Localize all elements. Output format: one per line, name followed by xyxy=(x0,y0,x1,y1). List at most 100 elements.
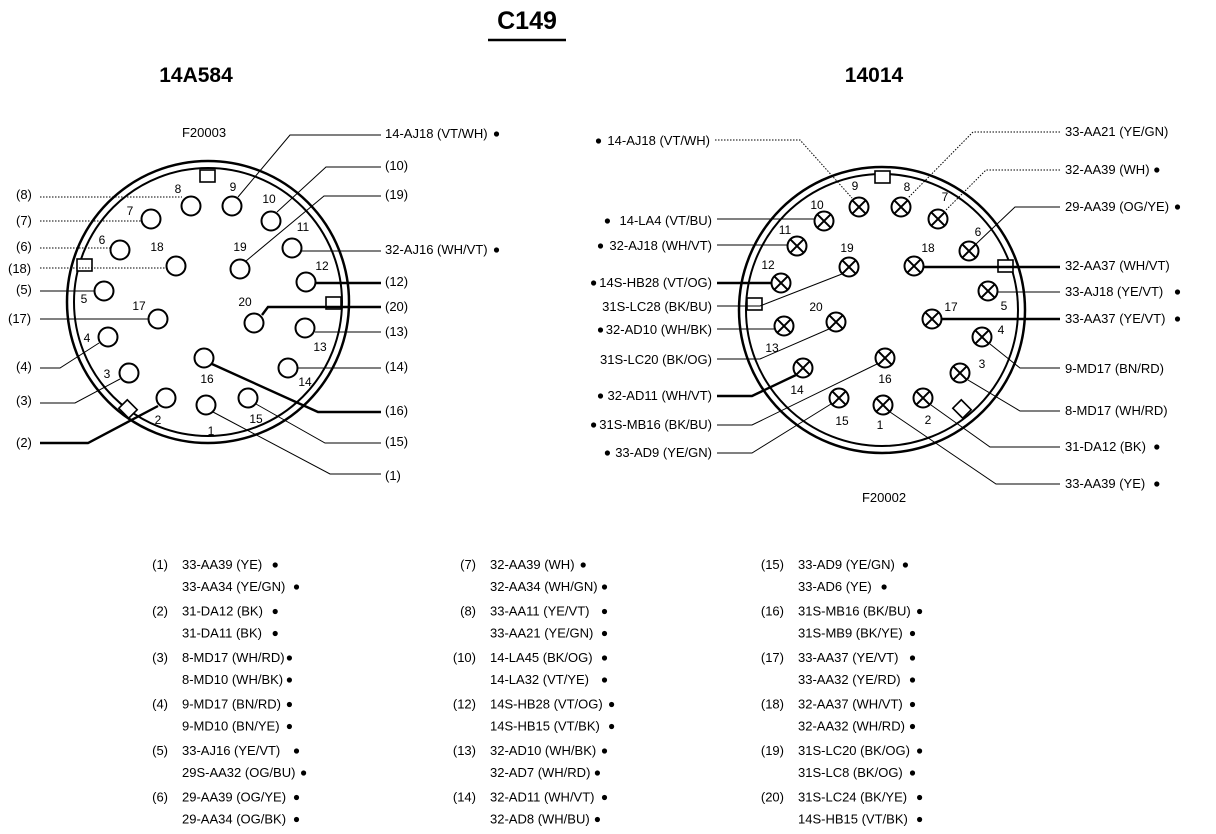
left-wire-label-14: (14) xyxy=(385,359,408,374)
left-pin-20 xyxy=(243,312,265,334)
left-pin-15 xyxy=(237,387,259,409)
legend-dot xyxy=(601,584,608,590)
legend-circuit-b: 32-AD8 (WH/BU) xyxy=(490,812,590,827)
legend-dot xyxy=(301,770,307,776)
right-pin-number-3: 3 xyxy=(979,357,986,371)
right-wire-label-14: 32-AD11 (WH/VT) xyxy=(608,388,713,403)
left-wire-label-9: 14-AJ18 (VT/WH) xyxy=(385,126,488,141)
legend-number: (8) xyxy=(460,604,476,619)
legend-dot xyxy=(286,677,292,683)
left-wire-label-5: (5) xyxy=(16,282,32,297)
legend-dot xyxy=(909,655,916,661)
legend-circuit-b: 31S-LC8 (BK/OG) xyxy=(798,765,903,780)
legend-dot xyxy=(272,562,278,568)
right-pin-number-9: 9 xyxy=(852,179,859,193)
right-wire-dot-1 xyxy=(1154,481,1160,487)
right-wire-dot-9 xyxy=(595,138,602,144)
legend-number: (14) xyxy=(453,790,476,805)
left-wire-label-20: (20) xyxy=(385,299,408,314)
left-pin-number-4: 4 xyxy=(84,331,91,345)
left-pin-number-18: 18 xyxy=(150,240,164,254)
right-wire-label-9: 14-AJ18 (VT/WH) xyxy=(607,133,710,148)
left-leader-19 xyxy=(245,195,381,262)
right-wire-dot-7 xyxy=(1154,167,1160,173)
left-wire-label-12: (12) xyxy=(385,274,408,289)
legend-dot xyxy=(293,748,300,754)
left-pin-12 xyxy=(295,271,317,293)
right-wire-label-8: 33-AA21 (YE/GN) xyxy=(1065,124,1168,139)
legend-number: (7) xyxy=(460,557,476,572)
right-pin-number-10: 10 xyxy=(810,198,824,212)
legend-dot xyxy=(272,630,278,637)
right-wire-label-17: 33-AA37 (YE/VT) xyxy=(1065,311,1165,326)
legend-circuit-b: 32-AA34 (WH/GN) xyxy=(490,579,598,594)
left-pin-number-14: 14 xyxy=(298,375,312,389)
right-pin-cross-20 xyxy=(829,315,843,329)
legend-circuit-b: 9-MD10 (BN/YE) xyxy=(182,719,280,734)
legend-circuit-b: 33-AA21 (YE/GN) xyxy=(490,626,593,641)
left-wire-label-8: (8) xyxy=(16,187,32,202)
right-pin-cross-1 xyxy=(876,398,890,412)
right-pin-cross-14 xyxy=(796,361,810,375)
left-connector-name: 14A584 xyxy=(159,64,233,87)
right-wire-label-15: 33-AD9 (YE/GN) xyxy=(615,445,712,460)
right-key-bottom-right xyxy=(951,398,973,420)
legend-dot xyxy=(601,630,608,637)
left-leader-16 xyxy=(211,362,381,414)
right-pin-number-2: 2 xyxy=(925,413,932,427)
right-leader-9 xyxy=(715,139,853,199)
legend-circuit-b: 33-AD6 (YE) xyxy=(798,579,872,594)
legend-dot xyxy=(601,794,608,801)
right-pin-number-15: 15 xyxy=(835,414,849,428)
left-key-left xyxy=(76,258,93,272)
right-pin-number-13: 13 xyxy=(765,341,779,355)
right-wire-label-1: 33-AA39 (YE) xyxy=(1065,476,1145,491)
left-pin-number-10: 10 xyxy=(262,192,276,206)
legend-circuit-b: 33-AA34 (YE/GN) xyxy=(182,579,285,594)
right-pin-cross-12 xyxy=(774,276,788,290)
left-figure-code: F20003 xyxy=(182,125,226,140)
left-pin-11 xyxy=(281,237,303,259)
legend-circuit-a: 31S-MB16 (BK/BU) xyxy=(798,604,911,619)
left-leader-3 xyxy=(40,378,121,404)
legend-number: (13) xyxy=(453,743,476,758)
right-wire-dot-2 xyxy=(1154,444,1160,450)
right-pin-cross-4 xyxy=(975,330,989,344)
legend-dot xyxy=(601,677,608,683)
right-pin-number-18: 18 xyxy=(921,241,935,255)
legend-circuit-a: 32-AA37 (WH/VT) xyxy=(798,697,903,712)
legend-circuit-a: 32-AD11 (WH/VT) xyxy=(490,790,595,805)
legend-circuit-b: 14S-HB15 (VT/BK) xyxy=(490,719,600,734)
diagram-title: C149 xyxy=(497,7,557,35)
legend-dot xyxy=(609,701,615,708)
right-wire-dot-13 xyxy=(597,327,604,333)
left-pin-19 xyxy=(229,258,251,280)
legend-dot xyxy=(917,794,923,801)
right-wire-label-6: 29-AA39 (OG/YE) xyxy=(1065,199,1169,214)
legend-dot xyxy=(909,630,916,637)
legend-circuit-a: 29-AA39 (OG/YE) xyxy=(182,790,286,805)
left-pin-number-8: 8 xyxy=(175,182,182,196)
right-pin-cross-3 xyxy=(953,366,967,380)
left-pin-2 xyxy=(155,387,177,409)
left-leader-9 xyxy=(237,134,381,198)
left-leader-15 xyxy=(255,403,381,444)
left-connector-outer-ring xyxy=(65,159,351,445)
right-leader-15 xyxy=(717,403,832,454)
legend-circuit-b: 31S-MB9 (BK/YE) xyxy=(798,626,903,641)
left-leader-4 xyxy=(40,342,100,369)
legend-number: (3) xyxy=(152,650,168,665)
left-wire-label-13: (13) xyxy=(385,324,408,339)
legend-dot xyxy=(293,794,300,801)
legend-dot xyxy=(909,701,916,708)
legend-dot xyxy=(272,608,278,615)
legend-dot xyxy=(917,816,923,823)
left-wire-label-16: (16) xyxy=(385,403,408,418)
left-wire-dot-11 xyxy=(493,247,500,253)
right-pin-number-5: 5 xyxy=(1001,299,1008,313)
legend-number: (4) xyxy=(152,697,168,712)
legend-dot xyxy=(917,608,923,615)
legend-circuit-b: 33-AA32 (YE/RD) xyxy=(798,672,901,687)
right-pin-number-17: 17 xyxy=(944,300,958,314)
legend-number: (5) xyxy=(152,743,168,758)
